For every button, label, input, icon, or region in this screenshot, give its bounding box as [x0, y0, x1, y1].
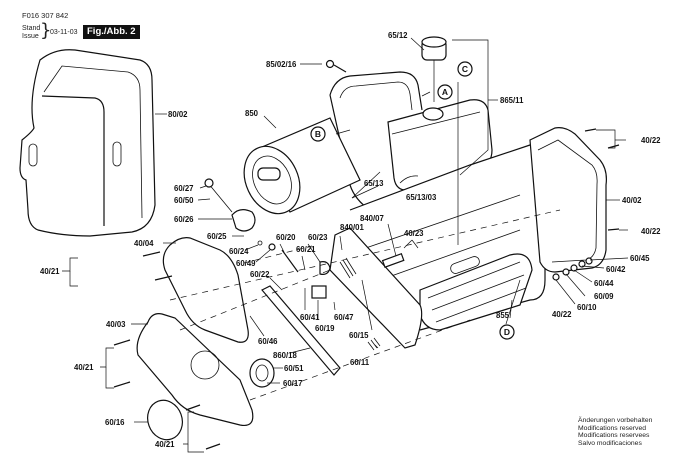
- label-40-22-bottom: 40/22: [552, 310, 572, 319]
- label-40-21-top: 40/21: [40, 267, 60, 276]
- label-40-21-bottom: 40/21: [155, 440, 175, 449]
- cap-65-12: [421, 36, 447, 102]
- label-60-46: 60/46: [258, 337, 278, 346]
- part-labels: 80/02 85/02/16 65/12 865/11 850 40/22 40…: [40, 31, 661, 449]
- label-840-01: 840/01: [340, 223, 365, 232]
- washer-60-17: [249, 358, 275, 388]
- reel-855: [419, 253, 533, 331]
- cover-plate-40-04: [162, 237, 249, 343]
- leader-lines: [62, 37, 629, 453]
- callout-d: D: [499, 324, 515, 340]
- figure-label: Fig./Abb. 2: [83, 25, 140, 39]
- callout-c: C: [457, 61, 473, 77]
- label-60-42: 60/42: [606, 265, 626, 274]
- label-60-51: 60/51: [284, 364, 304, 373]
- side-plate-40-02: [529, 127, 607, 273]
- label-40-22-top: 40/22: [641, 136, 661, 145]
- label-60-50: 60/50: [174, 196, 194, 205]
- roller-850: [243, 117, 361, 215]
- label-80-02: 80/02: [168, 110, 188, 119]
- notice-line-fr: Modifications reservees: [578, 432, 650, 440]
- issue-date: 03-11-03: [50, 29, 78, 36]
- document-number: F016 307 842: [22, 11, 69, 20]
- svg-text:B: B: [315, 129, 321, 139]
- svg-text:A: A: [442, 87, 448, 97]
- label-65-12: 65/12: [388, 31, 408, 40]
- notice-line-de: Änderungen vorbehalten: [578, 417, 653, 424]
- label-60-16: 60/16: [105, 418, 125, 427]
- label-40-21-mid: 40/21: [74, 363, 94, 372]
- issue-label: Issue: [22, 33, 39, 40]
- callout-a: A: [437, 84, 453, 100]
- label-855: 855: [496, 311, 510, 320]
- label-60-27: 60/27: [174, 184, 194, 193]
- label-60-23: 60/23: [308, 233, 328, 242]
- small-parts: [113, 59, 620, 450]
- svg-text:C: C: [462, 64, 468, 74]
- knob-60-26: [204, 178, 256, 232]
- label-85-02-16: 85/02/16: [266, 60, 297, 69]
- grass-box-cover: [19, 49, 156, 237]
- label-860-18: 860/18: [273, 351, 298, 360]
- label-60-10: 60/10: [577, 303, 597, 312]
- label-60-21: 60/21: [296, 245, 316, 254]
- modifications-notice: Änderungen vorbehalten Modifications res…: [578, 417, 652, 447]
- label-60-24: 60/24: [229, 247, 249, 256]
- cover-plate-40-03: [136, 313, 254, 427]
- handle-frame: [329, 71, 423, 211]
- label-60-44: 60/44: [594, 279, 614, 288]
- label-60-25: 60/25: [207, 232, 227, 241]
- label-60-45: 60/45: [630, 254, 650, 263]
- label-60-49: 60/49: [236, 259, 256, 268]
- label-40-22-right: 40/22: [641, 227, 661, 236]
- label-60-41: 60/41: [300, 313, 320, 322]
- callout-b: B: [310, 126, 326, 142]
- label-60-17: 60/17: [283, 379, 303, 388]
- label-60-15: 60/15: [349, 331, 369, 340]
- stand-issue-label: Stand Issue: [22, 25, 40, 41]
- label-60-22: 60/22: [250, 270, 270, 279]
- label-840-07: 840/07: [360, 214, 384, 223]
- notice-line-en: Modifications reserved: [578, 424, 646, 432]
- disc-60-16: [147, 399, 183, 441]
- label-65-13-03: 65/13/03: [406, 193, 437, 202]
- label-60-20: 60/20: [276, 233, 296, 242]
- label-40-04: 40/04: [134, 239, 154, 248]
- label-40-03: 40/03: [106, 320, 126, 329]
- label-60-11: 60/11: [350, 358, 370, 367]
- notice-line-es: Salvo modificaciones: [578, 439, 642, 447]
- label-60-47: 60/47: [334, 313, 354, 322]
- label-60-26: 60/26: [174, 215, 194, 224]
- label-865-11: 865/11: [500, 96, 524, 105]
- rail-860-18: [261, 285, 341, 376]
- label-850: 850: [245, 109, 259, 118]
- stand-label: Stand: [22, 25, 41, 32]
- label-40-23: 40/23: [404, 229, 424, 238]
- label-65-13: 65/13: [364, 179, 384, 188]
- label-40-02: 40/02: [622, 196, 642, 205]
- alignment-lines: [169, 209, 561, 401]
- brace-glyph: }: [40, 20, 52, 41]
- label-60-19: 60/19: [315, 324, 335, 333]
- svg-text:D: D: [504, 327, 510, 337]
- label-60-09: 60/09: [594, 292, 614, 301]
